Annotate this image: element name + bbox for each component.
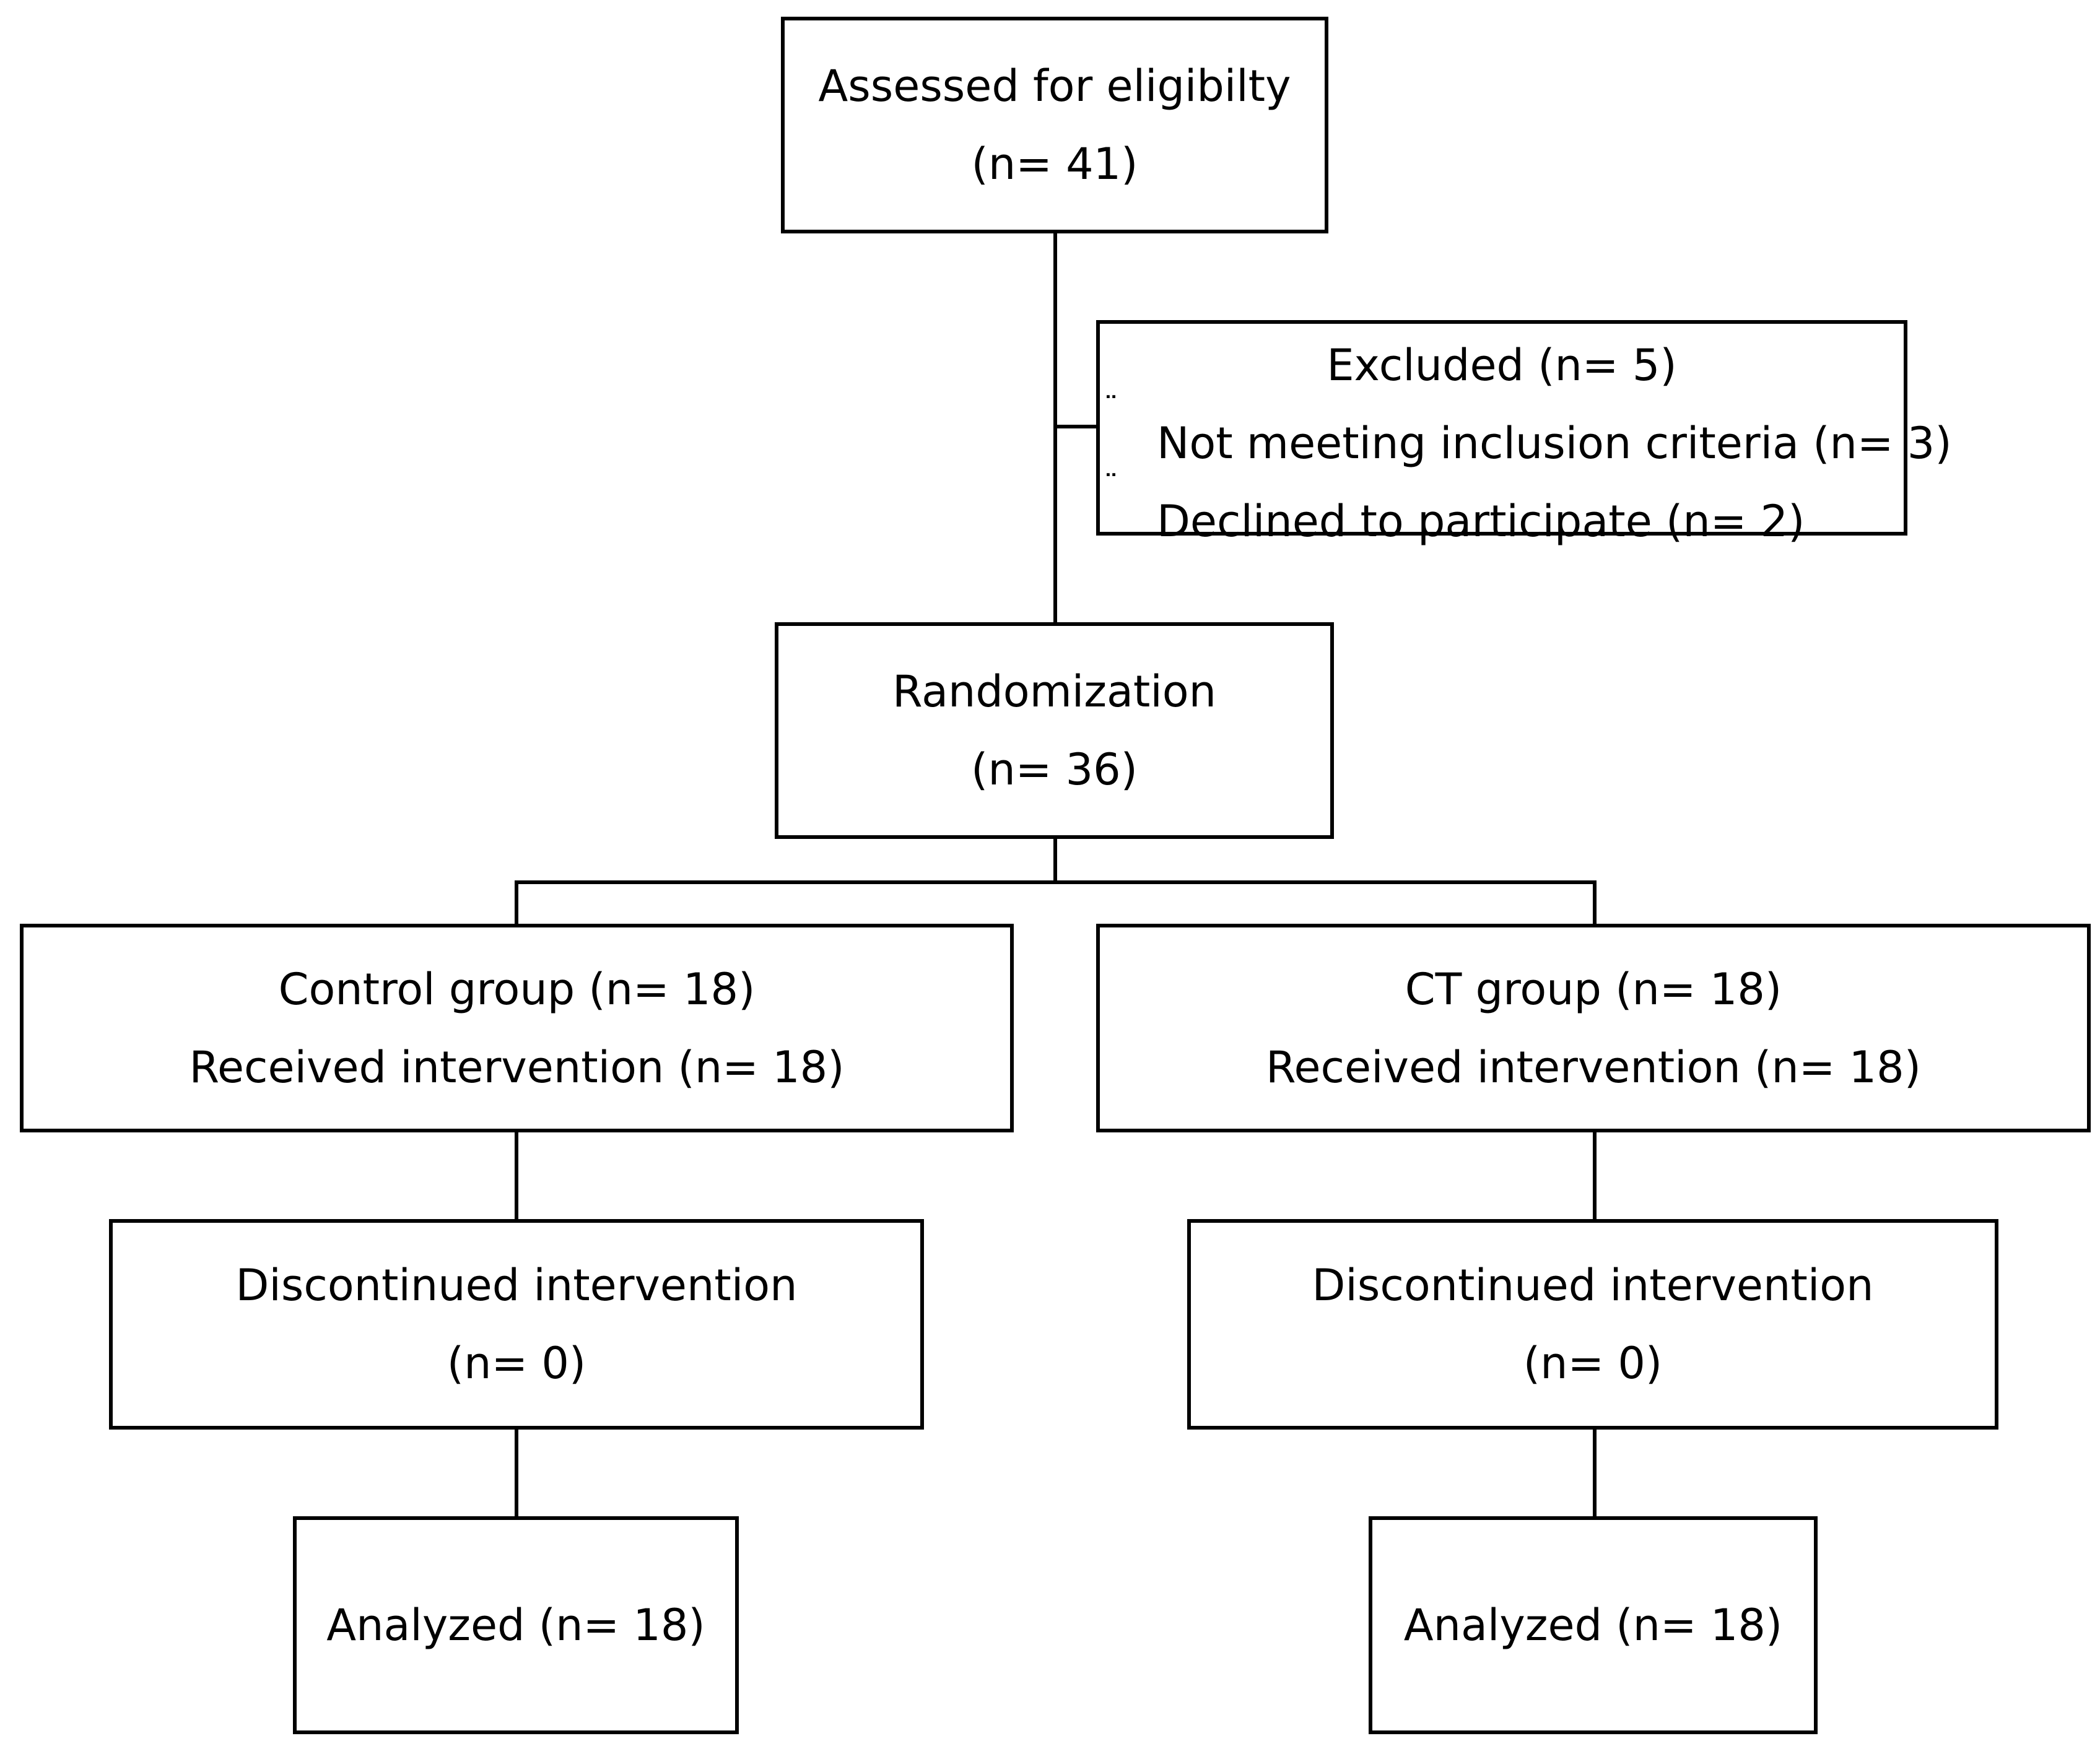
control-group-label: Control group (n= 18) bbox=[278, 963, 756, 1015]
randomization-label: Randomization bbox=[892, 666, 1216, 717]
excluded-reason-2: ¨ Declined to participate (n= 2) bbox=[1100, 469, 1904, 560]
excluded-box: Excluded (n= 5) ¨ Not meeting inclusion … bbox=[1096, 320, 1952, 547]
connector-ct-discontinued-to-analyzed bbox=[1593, 1428, 1597, 1518]
ct-group-box: CT group (n= 18) Received intervention (… bbox=[1096, 924, 2091, 1132]
excluded-label: Excluded (n= 5) bbox=[1327, 340, 1677, 391]
ct-analyzed-box: Analyzed (n= 18) bbox=[1369, 1516, 1818, 1734]
ct-discontinued-count: (n= 0) bbox=[1523, 1338, 1663, 1389]
connector-split-horizontal bbox=[515, 880, 1597, 884]
excluded-reason-text: Declined to participate (n= 2) bbox=[1157, 496, 1805, 547]
control-group-box: Control group (n= 18) Received intervent… bbox=[20, 924, 1014, 1132]
connector-control-to-discontinued bbox=[515, 1131, 518, 1220]
ct-received-label: Received intervention (n= 18) bbox=[1266, 1041, 1921, 1093]
excluded-reason-1: ¨ Not meeting inclusion criteria (n= 3) bbox=[1100, 391, 1952, 482]
assessed-box: Assessed for eligibilty (n= 41) bbox=[781, 17, 1328, 233]
randomization-count: (n= 36) bbox=[971, 744, 1138, 795]
bullet-icon: ¨ bbox=[1104, 391, 1118, 425]
assessed-count: (n= 41) bbox=[971, 139, 1138, 189]
connector-randomization-down bbox=[1053, 837, 1057, 884]
connector-control-discontinued-to-analyzed bbox=[515, 1428, 518, 1518]
connector-split-left-drop bbox=[515, 880, 518, 926]
ct-group-label: CT group (n= 18) bbox=[1405, 963, 1782, 1015]
control-discontinued-box: Discontinued intervention (n= 0) bbox=[109, 1219, 924, 1430]
connector-split-right-drop bbox=[1593, 880, 1597, 926]
bullet-icon: ¨ bbox=[1104, 469, 1118, 503]
assessed-label: Assessed for eligibilty bbox=[818, 61, 1291, 111]
ct-analyzed-label: Analyzed (n= 18) bbox=[1403, 1600, 1783, 1651]
control-received-label: Received intervention (n= 18) bbox=[189, 1041, 845, 1093]
ct-discontinued-label: Discontinued intervention bbox=[1312, 1260, 1874, 1311]
control-discontinued-count: (n= 0) bbox=[447, 1338, 586, 1389]
control-analyzed-box: Analyzed (n= 18) bbox=[293, 1516, 739, 1734]
connector-ct-to-discontinued bbox=[1593, 1131, 1597, 1220]
control-discontinued-label: Discontinued intervention bbox=[235, 1260, 798, 1311]
randomization-box: Randomization (n= 36) bbox=[775, 622, 1334, 839]
ct-discontinued-box: Discontinued intervention (n= 0) bbox=[1187, 1219, 1998, 1430]
excluded-reason-text: Not meeting inclusion criteria (n= 3) bbox=[1157, 418, 1952, 469]
control-analyzed-label: Analyzed (n= 18) bbox=[326, 1600, 705, 1651]
connector-to-excluded bbox=[1055, 425, 1099, 428]
